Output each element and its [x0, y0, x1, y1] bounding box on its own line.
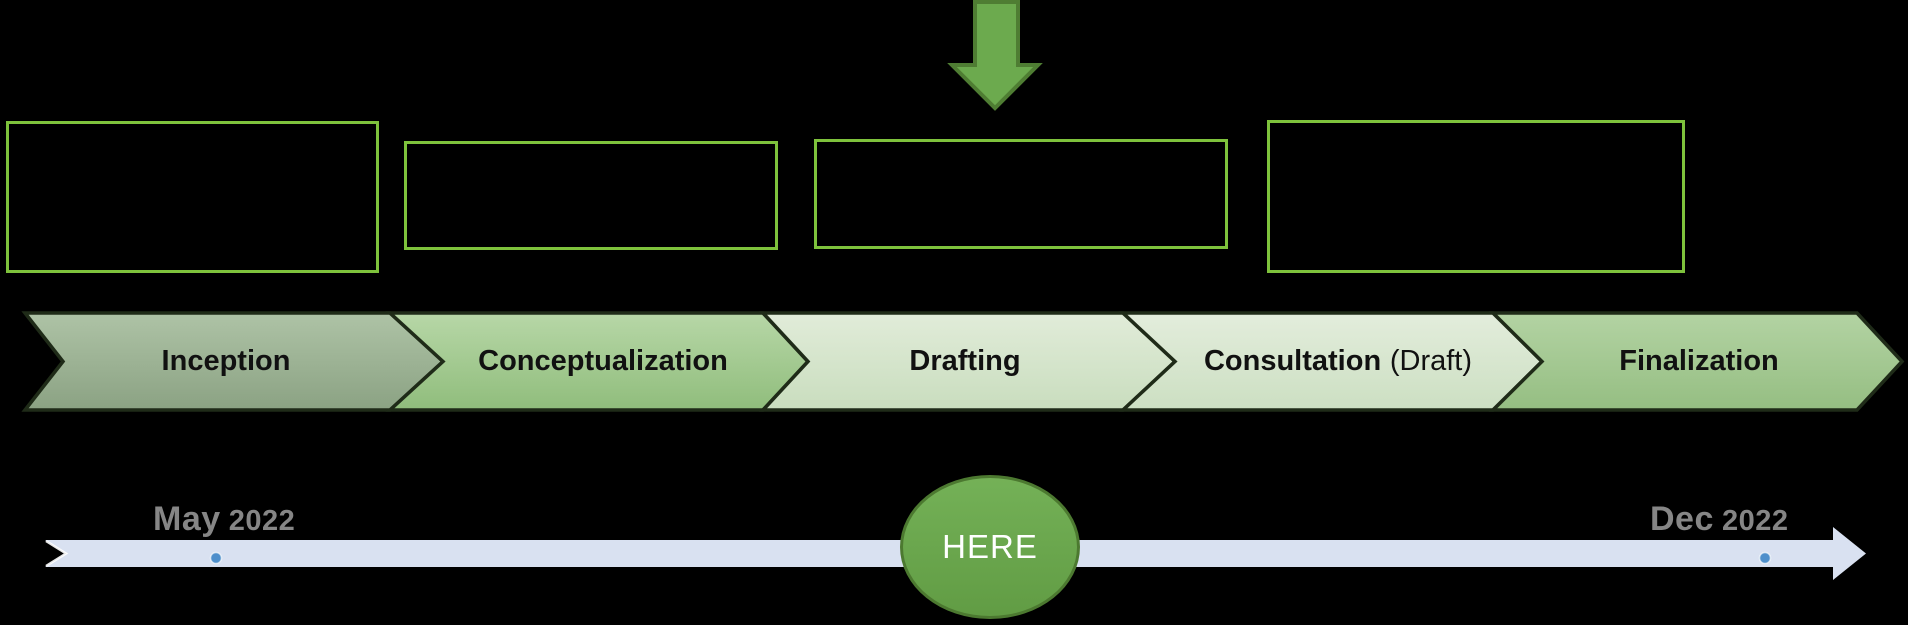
stage-label-drafting: Drafting	[909, 313, 1020, 410]
process-chevron-band	[21, 311, 1905, 412]
timeline-start-dot	[209, 551, 223, 565]
timeline-start-month: May	[153, 500, 221, 538]
timeline-end-dot	[1758, 551, 1772, 565]
callout-box-3	[814, 139, 1228, 249]
callout-box-1	[6, 121, 379, 273]
stage-label-finalization: Finalization	[1619, 313, 1779, 410]
timeline-start-notch	[45, 539, 69, 568]
timeline-end-month: Dec	[1650, 500, 1714, 538]
stage-label-suffix: (Draft)	[1389, 345, 1473, 377]
callout-box-2	[404, 141, 778, 250]
stage-label-inception: Inception	[162, 313, 291, 410]
stage-label-conceptualization: Conceptualization	[478, 313, 728, 410]
stage-label-text: Drafting	[909, 345, 1021, 377]
down-arrow-icon	[947, 0, 1043, 111]
stage-chevron-finalization	[1488, 311, 1905, 412]
current-position-label: HERE	[942, 528, 1038, 565]
timeline-end-year: 2022	[1721, 505, 1789, 537]
callout-box-4	[1267, 120, 1685, 273]
current-position-marker: HERE	[900, 475, 1080, 619]
stage-label-text: Finalization	[1619, 345, 1779, 377]
stage-label-text: Consultation	[1203, 345, 1382, 377]
timeline-start-year: 2022	[228, 505, 296, 537]
stage-label-text: Inception	[161, 345, 291, 377]
stage-label-consultation: Consultation (Draft)	[1204, 313, 1472, 410]
stage-label-text: Conceptualization	[478, 345, 728, 377]
